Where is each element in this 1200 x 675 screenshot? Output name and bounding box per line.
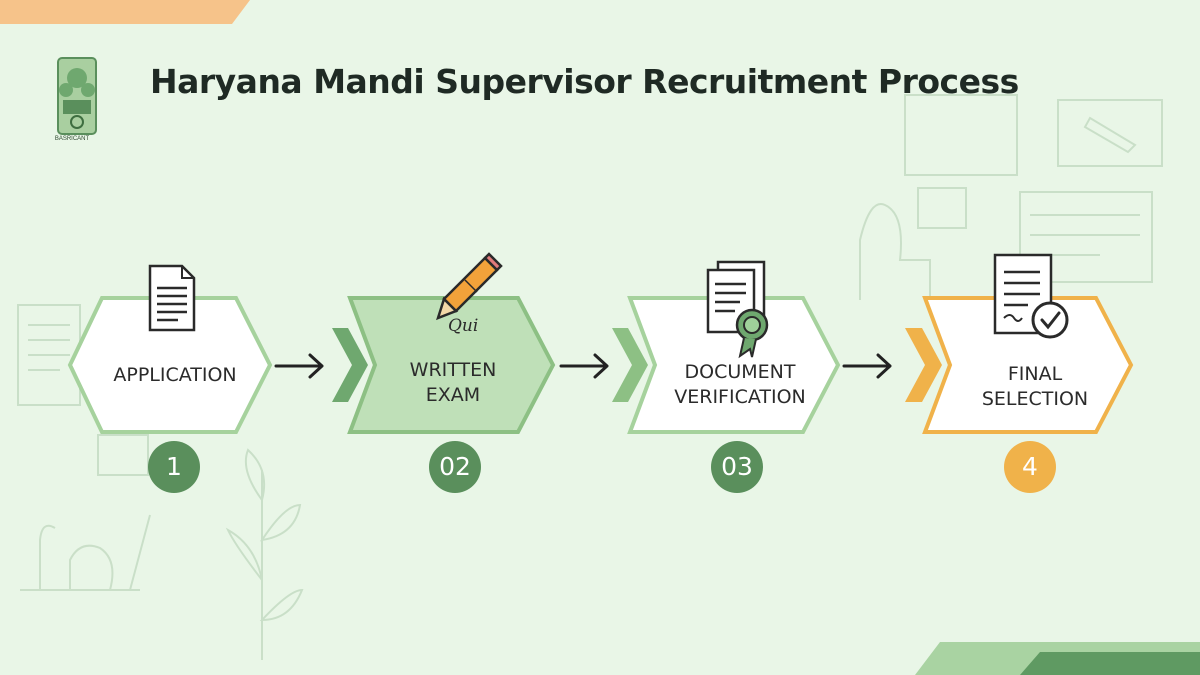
certificate-icon bbox=[706, 260, 769, 359]
emblem-caption: BASRICANT bbox=[54, 136, 90, 142]
step-number-3: 03 bbox=[711, 441, 763, 493]
arrow-2 bbox=[559, 353, 609, 379]
step-application-shape bbox=[67, 296, 273, 434]
bottom-accent-strip-dark bbox=[1020, 652, 1200, 675]
arrow-3 bbox=[842, 353, 892, 379]
step-number-2: 02 bbox=[429, 441, 481, 493]
step-final-selection-label: FINAL SELECTION bbox=[981, 363, 1089, 410]
step-written-exam-shape bbox=[347, 296, 556, 434]
bg-monitor-icon bbox=[917, 187, 967, 229]
bg-certificate-icon bbox=[904, 94, 1018, 176]
state-emblem-icon bbox=[57, 57, 97, 135]
step-written-exam-chevron bbox=[332, 328, 368, 402]
step-application-label: APPLICATION bbox=[113, 364, 237, 386]
arrow-1 bbox=[274, 353, 324, 379]
step-final-selection-shape bbox=[922, 296, 1134, 434]
page-title: Haryana Mandi Supervisor Recruitment Pro… bbox=[150, 62, 1019, 101]
step-document-verification-label: DOCUMENT VERIFICATION bbox=[674, 361, 806, 408]
step-document-verification-shape bbox=[627, 296, 841, 434]
top-accent-strip bbox=[0, 0, 250, 24]
bg-frame-icon bbox=[1057, 99, 1163, 167]
step-document-verification-chevron bbox=[612, 328, 648, 402]
bg-form-icon bbox=[1019, 191, 1153, 283]
pencil-icon bbox=[436, 252, 503, 321]
step-number-4: 4 bbox=[1004, 441, 1056, 493]
step-final-selection-chevron bbox=[905, 328, 942, 402]
approved-document-icon bbox=[993, 253, 1069, 339]
step-written-exam-label: WRITTEN EXAM bbox=[409, 359, 497, 406]
quiz-note: Qui bbox=[448, 316, 479, 336]
step-number-1: 1 bbox=[148, 441, 200, 493]
document-icon bbox=[148, 264, 196, 332]
